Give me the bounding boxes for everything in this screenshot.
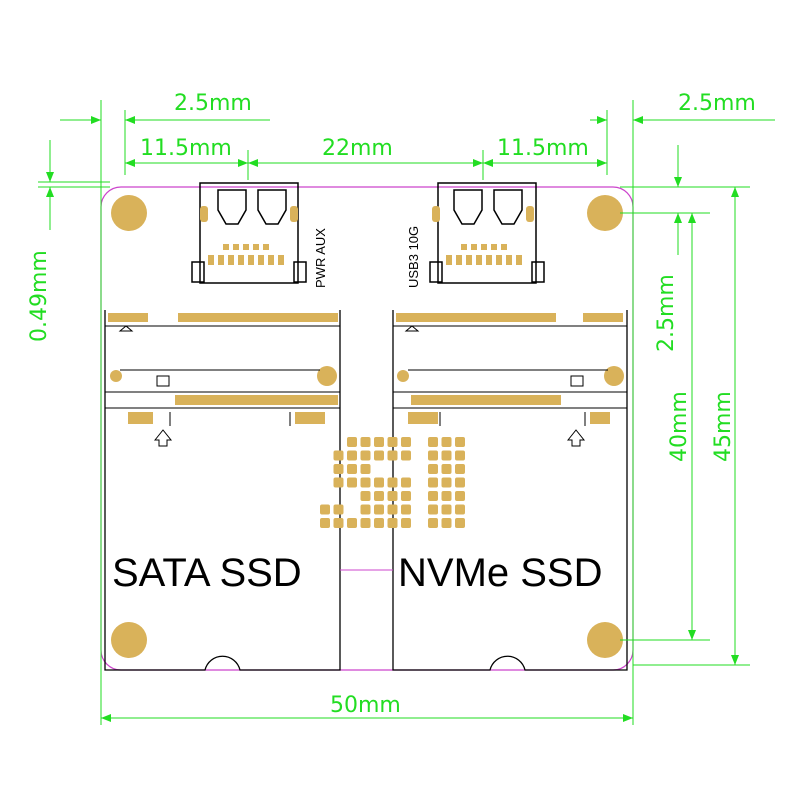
pad [455, 504, 465, 515]
pad [387, 504, 398, 515]
pad [333, 464, 344, 474]
dim-hole-spacing: 40mm [667, 391, 692, 462]
pwr-aux-label: PWR AUX [313, 228, 328, 288]
dim-board-height: 45mm [711, 391, 736, 462]
pad [455, 477, 465, 488]
pad [428, 504, 438, 515]
pad [387, 437, 398, 447]
pad [360, 464, 371, 474]
pad [455, 491, 465, 501]
pad [401, 518, 411, 528]
pad [360, 450, 371, 461]
pad [387, 450, 398, 461]
dim-left-vertical: 0.49mm [27, 250, 52, 342]
pad [401, 504, 411, 515]
pad [374, 504, 384, 515]
pad [428, 464, 438, 474]
mounting-hole-top-right [587, 195, 623, 231]
pad [374, 491, 384, 501]
pad [387, 477, 398, 488]
pad [320, 518, 330, 528]
dimension-lines [38, 100, 775, 725]
dim-center-span: 22mm [322, 136, 393, 161]
pad [360, 518, 371, 528]
pad [374, 518, 384, 528]
usb-connector-right [429, 182, 545, 284]
pad [441, 504, 452, 515]
pad [347, 477, 357, 488]
pad [441, 518, 452, 528]
pad [333, 450, 344, 461]
pad [360, 491, 371, 501]
dim-board-width: 50mm [330, 693, 401, 718]
pad [360, 477, 371, 488]
dim-top-right-offset: 2.5mm [678, 91, 756, 116]
pad [387, 518, 398, 528]
pad [428, 477, 438, 488]
pad [441, 437, 452, 447]
pad [347, 518, 357, 528]
m2-slot-left [104, 310, 341, 671]
pad [428, 518, 438, 528]
pad [347, 437, 357, 447]
pad [455, 518, 465, 528]
pad [441, 491, 452, 501]
pad [401, 450, 411, 461]
dim-right-span: 11.5mm [497, 136, 589, 161]
pad [455, 450, 465, 461]
dim-top-left-offset: 2.5mm [174, 91, 252, 116]
pad [387, 491, 398, 501]
pad [401, 491, 411, 501]
pad [455, 464, 465, 474]
dim-left-span: 11.5mm [140, 136, 232, 161]
pad [401, 477, 411, 488]
pad [374, 450, 384, 461]
pad [428, 491, 438, 501]
pad [441, 450, 452, 461]
m2-slot-right [392, 310, 628, 671]
usb-connector-left [191, 182, 307, 284]
pad [333, 518, 344, 528]
pad [428, 437, 438, 447]
pad [333, 477, 344, 488]
usb3-10g-label: USB3 10G [406, 226, 421, 288]
pad [401, 437, 411, 447]
pad [441, 464, 452, 474]
pad [333, 504, 344, 515]
nvme-ssd-label: NVMe SSD [398, 551, 603, 595]
pad [347, 450, 357, 461]
mounting-hole-bottom-right [587, 622, 623, 658]
pad [360, 437, 371, 447]
pad [360, 504, 371, 515]
pad [320, 504, 330, 515]
pad [441, 477, 452, 488]
mounting-hole-top-left [111, 195, 147, 231]
pad [374, 437, 384, 447]
dim-right-offset-vertical: 2.5mm [654, 274, 679, 352]
sata-ssd-label: SATA SSD [112, 551, 302, 595]
pad [428, 450, 438, 461]
pad [347, 464, 357, 474]
pad [374, 477, 384, 488]
pad [455, 437, 465, 447]
center-pad-array [320, 437, 465, 528]
board-outline [100, 186, 634, 671]
mounting-hole-bottom-left [111, 622, 147, 658]
